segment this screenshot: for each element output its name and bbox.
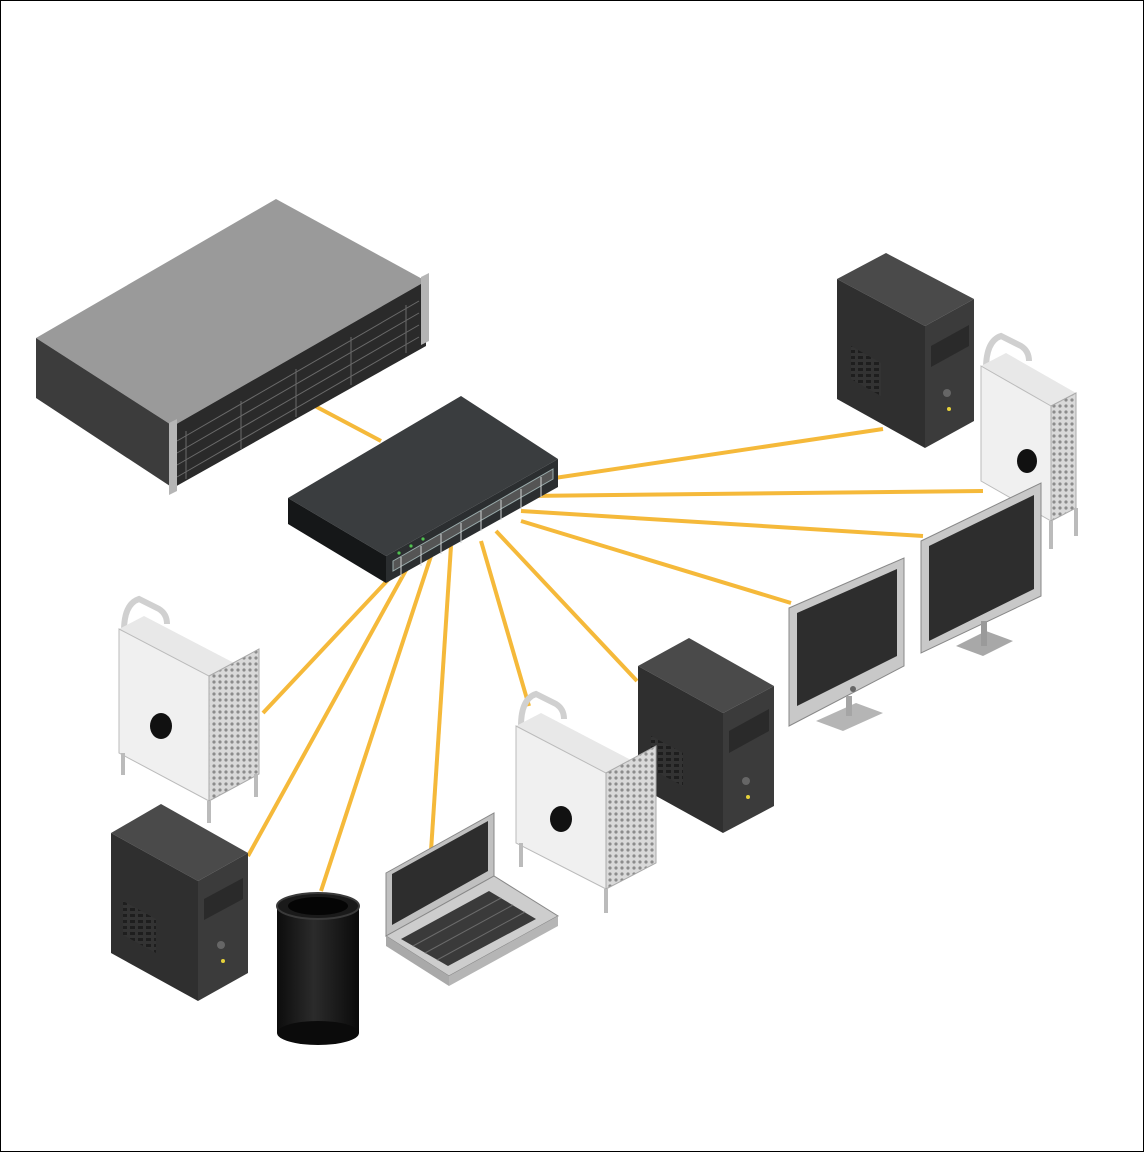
cable-macpro-center [479, 540, 531, 707]
pc-tower-icon[interactable] [111, 804, 248, 1001]
cable-mac-pro-cylinder [319, 555, 433, 892]
mac-pro-tower-icon[interactable] [118, 595, 260, 823]
pc-tower-icon[interactable] [837, 253, 974, 448]
cable-tower-center [494, 529, 639, 683]
laptop-icon[interactable] [385, 812, 559, 986]
cable-tower-top-right [520, 427, 884, 485]
imac-icon[interactable] [920, 482, 1042, 656]
network-switch-icon[interactable] [288, 396, 558, 583]
mac-pro-tower-icon[interactable] [980, 332, 1078, 549]
cable-macpro-top-right [525, 489, 984, 498]
cable-macpro-left [261, 564, 403, 715]
cable-laptop [429, 545, 453, 852]
cable-imac-small [520, 519, 792, 605]
pc-tower-icon[interactable] [638, 638, 774, 833]
rack-server-icon[interactable] [36, 199, 429, 495]
cables [246, 403, 984, 892]
mac-pro-cylinder-icon[interactable] [276, 892, 360, 1045]
cable-tower-bottom-left [246, 560, 413, 857]
cable-nas [312, 403, 382, 443]
cable-imac-large [520, 509, 924, 538]
mac-pro-tower-icon[interactable] [515, 690, 657, 913]
imac-icon[interactable] [788, 557, 905, 731]
